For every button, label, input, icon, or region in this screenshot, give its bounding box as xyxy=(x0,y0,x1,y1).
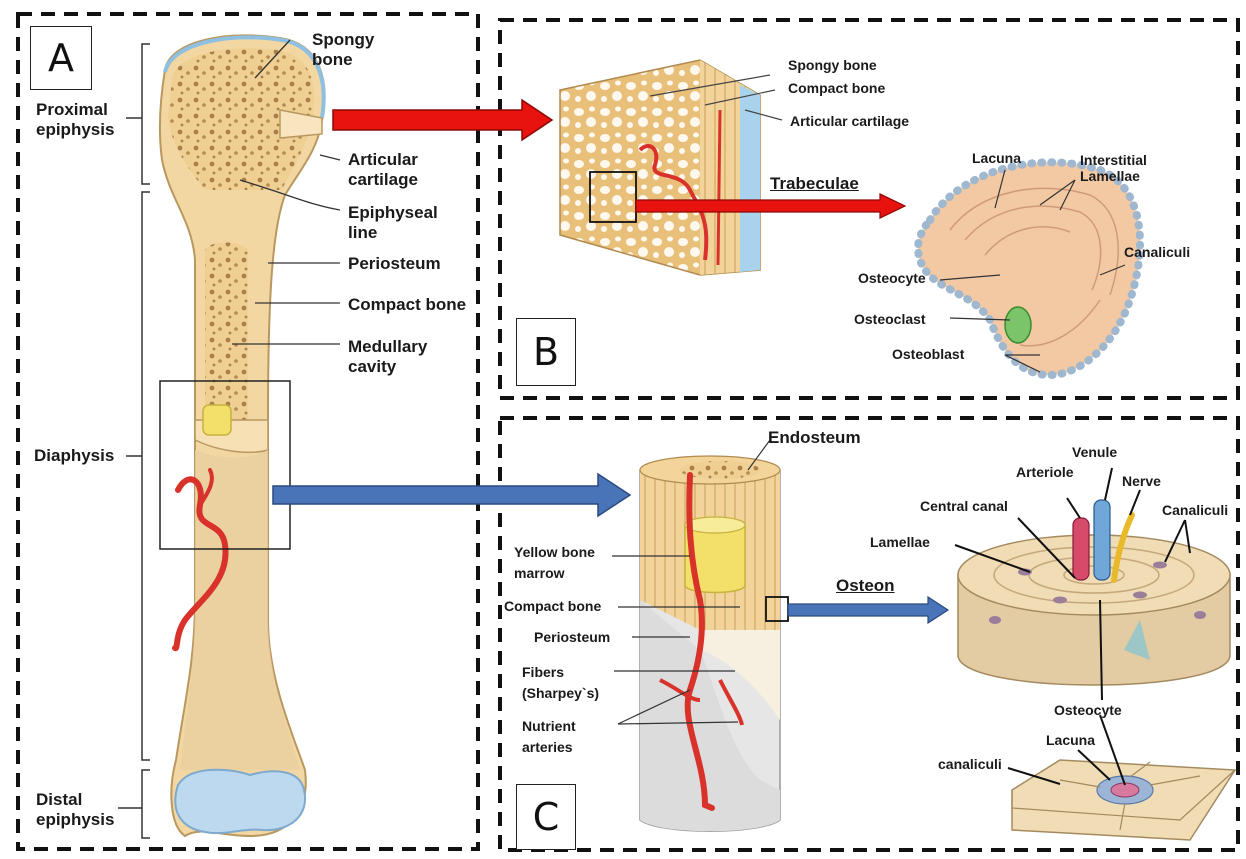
central-canal-label: Central canal xyxy=(920,498,1008,514)
epiphyseal-line-label: Epiphyseal line xyxy=(348,203,438,242)
c-periosteum-label: Periosteum xyxy=(534,629,610,645)
yellow-bone-marrow-label: Yellow bone marrow xyxy=(514,542,595,584)
trabecula-detail xyxy=(918,162,1140,375)
lamellae-label: Lamellae xyxy=(870,534,930,550)
long-bone-illustration xyxy=(118,35,340,838)
distal-epiphysis-label: Distal epiphysis xyxy=(36,790,114,829)
nutrient-arteries-label: Nutrient arteries xyxy=(522,716,576,758)
articular-cartilage-label: Articular cartilage xyxy=(348,150,418,189)
osteoclast-label: Osteoclast xyxy=(854,311,926,327)
spongy-bone-label: Spongy bone xyxy=(312,30,374,69)
nerve-label: Nerve xyxy=(1122,473,1161,489)
medullary-cavity-label: Medullary cavity xyxy=(348,337,427,376)
c-canaliculi-label: Canaliculi xyxy=(1162,502,1228,518)
b-canaliculi-label: Canaliculi xyxy=(1124,244,1190,260)
interstitial-lamellae-label: Interstitial Lamellae xyxy=(1080,152,1147,184)
periosteum-label: Periosteum xyxy=(348,254,441,274)
arteriole-label: Arteriole xyxy=(1016,464,1074,480)
red-arrow-to-panel-b xyxy=(333,100,552,140)
osteoblast-label: Osteoblast xyxy=(892,346,964,362)
compact-bone-label: Compact bone xyxy=(348,295,466,315)
trabeculae-label: Trabeculae xyxy=(770,174,859,194)
endosteum-label: Endosteum xyxy=(768,428,861,448)
panel-c-label: C xyxy=(516,784,576,850)
c-canaliculi-bottom-label: canaliculi xyxy=(938,756,1002,772)
c-osteocyte-label: Osteocyte xyxy=(1054,702,1122,718)
panel-a-label: A xyxy=(30,26,92,90)
b-compact-bone-label: Compact bone xyxy=(788,80,885,96)
osteocyte-label: Osteocyte xyxy=(858,270,926,286)
c-lacuna-label: Lacuna xyxy=(1046,732,1095,748)
spongy-bone-block xyxy=(560,60,782,275)
b-spongy-bone-label: Spongy bone xyxy=(788,57,877,73)
panel-b-label: B xyxy=(516,318,576,386)
b-articular-cartilage-label: Articular cartilage xyxy=(790,113,909,129)
proximal-epiphysis-label: Proximal epiphysis xyxy=(36,100,114,139)
sharpey-fibers-label: Fibers (Sharpey`s) xyxy=(522,662,599,704)
blue-arrow-to-panel-c xyxy=(273,474,630,516)
lacuna-label: Lacuna xyxy=(972,150,1021,166)
osteon-label: Osteon xyxy=(836,576,895,596)
diaphysis-label: Diaphysis xyxy=(34,446,114,466)
blue-arrow-to-osteon xyxy=(788,597,948,623)
lacuna-plate xyxy=(1008,715,1235,840)
compact-bone-cylinder xyxy=(612,440,788,831)
venule-label: Venule xyxy=(1072,444,1117,460)
c-compact-bone-label: Compact bone xyxy=(504,598,601,614)
